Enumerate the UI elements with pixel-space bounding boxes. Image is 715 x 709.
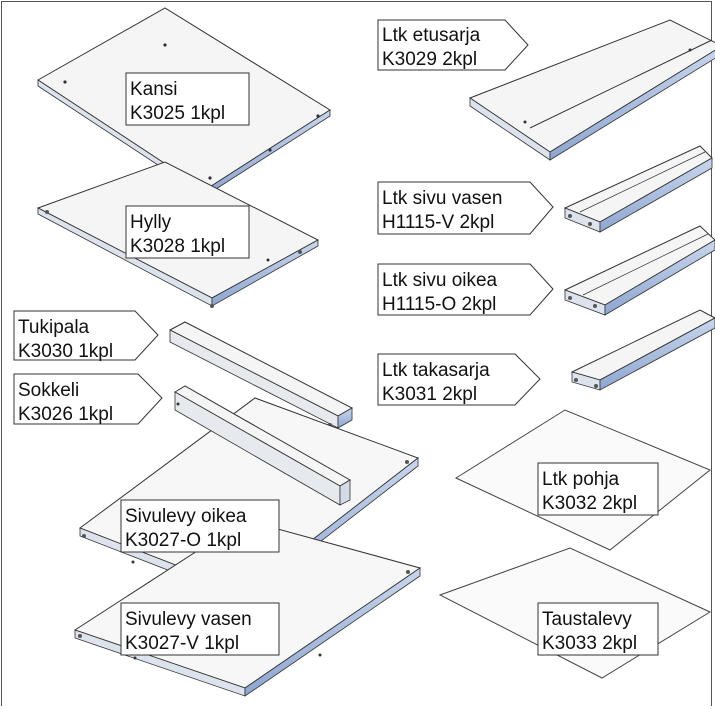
- label-ltk-etusarja-line1: Ltk etusarja: [382, 25, 481, 46]
- sokkeli-part: [174, 385, 351, 506]
- label-sivulevy-vasen-line1: Sivulevy vasen: [125, 609, 252, 630]
- label-tukipala-line2: K3030 1kpl: [18, 341, 113, 362]
- label-ltk-sivu-vasen-line1: Ltk sivu vasen: [382, 188, 502, 209]
- label-sokkeli: Sokkeli K3026 1kpl: [13, 373, 163, 425]
- label-ltk-pohja: Ltk pohja K3032 2kpl: [537, 462, 659, 516]
- label-kansi: Kansi K3025 1kpl: [125, 72, 250, 126]
- label-ltk-takasarja-line1: Ltk takasarja: [382, 360, 490, 381]
- label-ltk-takasarja-line2: K3031 2kpl: [382, 384, 477, 405]
- label-hylly-line2: K3028 1kpl: [130, 236, 225, 257]
- label-sivulevy-vasen: Sivulevy vasen K3027-V 1kpl: [120, 602, 280, 656]
- label-ltk-etusarja: Ltk etusarja K3029 2kpl: [377, 19, 529, 71]
- ltk-sivu-vasen-part: [563, 145, 713, 233]
- label-hylly: Hylly K3028 1kpl: [125, 205, 250, 259]
- label-ltk-sivu-vasen-line2: H1115-V 2kpl: [382, 212, 494, 233]
- label-sivulevy-vasen-line2: K3027-V 1kpl: [125, 633, 239, 654]
- ltk-takasarja-part: [570, 309, 715, 391]
- label-sivulevy-oikea-line1: Sivulevy oikea: [125, 506, 247, 527]
- ltk-sivu-oikea-part: [563, 225, 715, 316]
- label-ltk-pohja-line2: K3032 2kpl: [542, 493, 637, 514]
- label-ltk-takasarja: Ltk takasarja K3031 2kpl: [377, 353, 541, 406]
- label-sokkeli-line2: K3026 1kpl: [18, 404, 113, 425]
- label-ltk-etusarja-line2: K3029 2kpl: [382, 49, 477, 70]
- label-sivulevy-oikea: Sivulevy oikea K3027-O 1kpl: [120, 499, 280, 553]
- ltk-etusarja-part: [468, 19, 715, 161]
- label-taustalevy-line1: Taustalevy: [542, 609, 632, 630]
- label-hylly-line1: Hylly: [130, 212, 172, 233]
- label-ltk-pohja-line1: Ltk pohja: [542, 469, 620, 490]
- label-ltk-sivu-oikea: Ltk sivu oikea H1115-O 2kpl: [377, 263, 554, 316]
- label-tukipala-line1: Tukipala: [18, 317, 90, 338]
- label-taustalevy-line2: K3033 2kpl: [542, 633, 637, 654]
- label-kansi-line1: Kansi: [130, 79, 178, 100]
- label-sokkeli-line1: Sokkeli: [18, 380, 79, 401]
- label-kansi-line2: K3025 1kpl: [130, 103, 225, 124]
- label-sivulevy-oikea-line2: K3027-O 1kpl: [125, 530, 241, 551]
- tukipala-part: [168, 321, 354, 429]
- label-taustalevy: Taustalevy K3033 2kpl: [537, 602, 659, 656]
- label-ltk-sivu-oikea-line2: H1115-O 2kpl: [382, 294, 496, 315]
- label-tukipala: Tukipala K3030 1kpl: [13, 310, 159, 362]
- label-ltk-sivu-vasen: Ltk sivu vasen H1115-V 2kpl: [377, 181, 554, 235]
- label-ltk-sivu-oikea-line1: Ltk sivu oikea: [382, 270, 498, 291]
